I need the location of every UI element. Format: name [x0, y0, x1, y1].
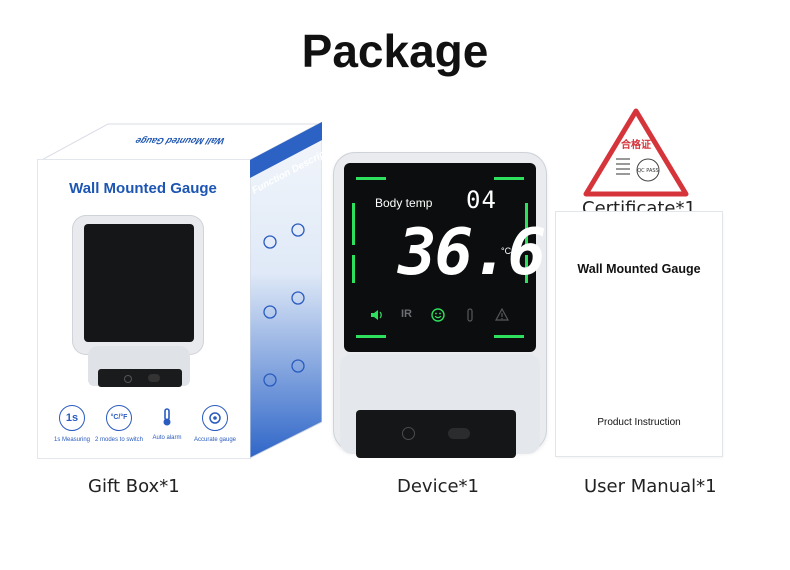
manual-title: Wall Mounted Gauge — [577, 262, 701, 276]
target-icon — [202, 405, 228, 431]
frame-corner — [494, 177, 524, 180]
frame-side-bar — [525, 255, 528, 283]
smiley-icon — [431, 308, 445, 322]
frame-side-bar — [352, 203, 355, 245]
screen-unit: °C — [501, 246, 512, 256]
frame-corner — [494, 335, 524, 338]
box-top-face: Wall Mounted Gauge — [38, 123, 322, 162]
frame-corner — [356, 177, 386, 180]
frame-side-bar — [352, 255, 355, 283]
feature-accurate: Accurate gauge — [189, 405, 241, 443]
screen-body-temp-label: Body temp — [375, 196, 433, 210]
feature-modes: °C/°F 2 modes to switch — [93, 405, 145, 443]
frame-side-bar — [525, 203, 528, 245]
certificate-label: 合格证 QC PASS — [583, 108, 689, 197]
certificate-badge: QC PASS — [637, 168, 658, 174]
gift-box-caption: Gift Box*1 — [88, 476, 180, 497]
warning-icon — [495, 308, 509, 321]
certificate-heading: 合格证 — [620, 138, 651, 151]
screen-code: 04 — [466, 186, 497, 214]
device-sensor — [356, 410, 516, 458]
manual-subtitle: Product Instruction — [597, 417, 681, 428]
feature-label: 1s Measuring — [53, 437, 91, 443]
feature-label: Auto alarm — [152, 435, 182, 441]
box-device-sensor — [98, 369, 182, 387]
thermometer-icon — [155, 405, 179, 429]
box-top-text: Wall Mounted Gauge — [132, 135, 227, 145]
box-front-title: Wall Mounted Gauge — [69, 180, 217, 197]
sensor-window — [448, 428, 470, 439]
box-device-screen — [84, 224, 194, 342]
manual-caption: User Manual*1 — [584, 476, 717, 497]
frame-corner — [356, 335, 386, 338]
feature-1s-icon: 1s — [59, 405, 85, 431]
feature-unit-icon: °C/°F — [106, 405, 132, 431]
feature-label: Accurate gauge — [193, 437, 237, 443]
feature-measuring: 1s 1s Measuring — [46, 405, 98, 443]
feature-alarm: Auto alarm — [141, 405, 193, 441]
page-title: Package — [301, 25, 489, 77]
speaker-icon — [371, 310, 382, 320]
ir-indicator: IR — [401, 308, 412, 320]
sensor-lens — [402, 427, 415, 440]
box-side-face: Function Description — [250, 122, 322, 458]
thermometer-indicator-icon — [467, 308, 473, 322]
device-caption: Device*1 — [397, 476, 480, 497]
user-manual — [556, 212, 722, 456]
feature-label: 2 modes to switch — [94, 437, 144, 443]
screen-temperature: 36.6 — [398, 216, 546, 290]
